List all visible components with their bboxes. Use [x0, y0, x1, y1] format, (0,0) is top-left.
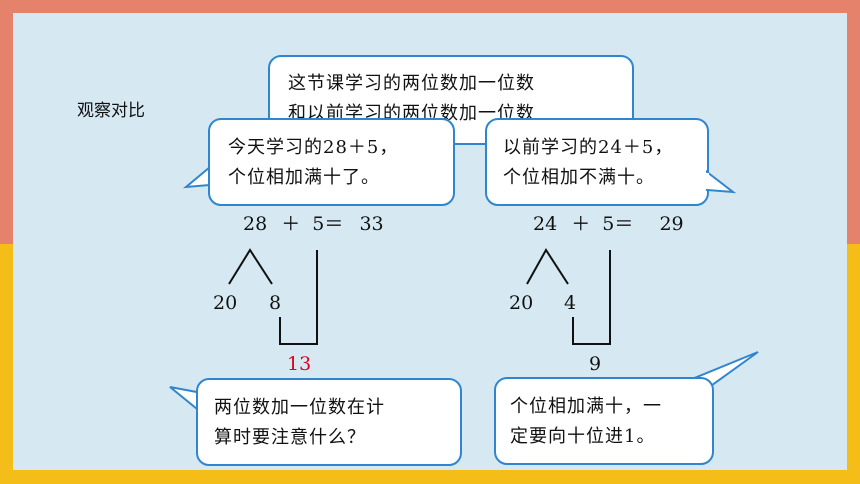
left-bubble-line-2: 个位相加满十了。: [228, 167, 380, 188]
question-line-1: 两位数加一位数在计: [214, 397, 385, 418]
left-bubble-line-1: 今天学习的28＋5，: [228, 137, 399, 158]
answer-line-1: 个位相加满十，一: [510, 396, 662, 417]
right-speech-bubble: 以前学习的24＋5， 个位相加不满十。: [485, 118, 709, 206]
right-split-branch: [526, 248, 569, 285]
right-eq-plus: ＋: [571, 213, 591, 235]
left-equation: 28 ＋ 5＝ 33: [243, 209, 384, 236]
question-speech-bubble: 两位数加一位数在计 算时要注意什么？: [196, 378, 462, 466]
left-eq-plus: ＋: [281, 213, 301, 235]
right-eq-addend-a: 24: [533, 213, 558, 235]
right-eq-result: 29: [659, 213, 684, 235]
right-bubble-line-1: 以前学习的24＋5，: [503, 137, 674, 158]
right-bubble-tail: [705, 169, 737, 194]
left-sum-bracket: [279, 250, 318, 345]
answer-speech-bubble: 个位相加满十，一 定要向十位进1。: [494, 377, 714, 465]
left-speech-bubble: 今天学习的28＋5， 个位相加满十了。: [208, 118, 455, 206]
left-tens-part: 20: [213, 292, 238, 314]
right-ones-part: 4: [564, 292, 577, 314]
left-ones-part: 8: [269, 292, 282, 314]
right-sum-bracket: [572, 250, 611, 345]
left-eq-addend-b: 5＝: [312, 213, 344, 235]
left-ones-sum: 13: [287, 353, 312, 375]
right-tens-part: 20: [509, 292, 534, 314]
right-ones-sum: 9: [589, 353, 602, 375]
right-equation: 24 ＋ 5＝ 29: [533, 209, 684, 236]
left-split-branch: [228, 248, 273, 285]
right-eq-addend-b: 5＝: [602, 213, 634, 235]
question-line-2: 算时要注意什么？: [214, 427, 366, 448]
left-eq-addend-a: 28: [243, 213, 268, 235]
top-bubble-line-1: 这节课学习的两位数加一位数: [288, 73, 535, 94]
answer-line-2: 定要向十位进1。: [510, 426, 656, 447]
left-eq-result: 33: [359, 213, 384, 235]
right-bubble-line-2: 个位相加不满十。: [503, 167, 655, 188]
slide-title: 观察对比: [77, 101, 145, 121]
